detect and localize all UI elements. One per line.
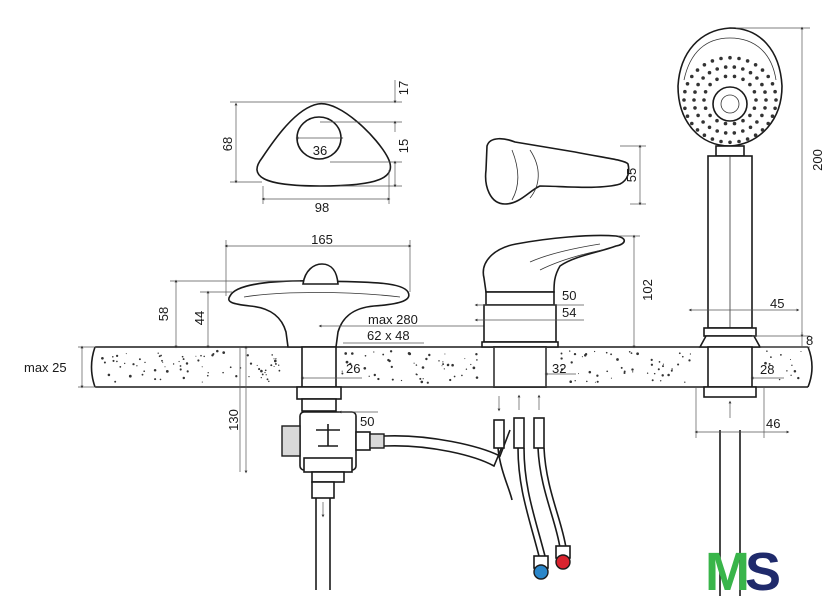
shower-assembly: 200 45 8 28 46 — [677, 26, 825, 596]
dim-mixer-base-54: 54 — [562, 305, 576, 320]
dim-max-distance: max 280 — [368, 312, 418, 327]
dim-top-view-hole: 36 — [313, 143, 327, 158]
dim-mixer-height: 102 — [640, 279, 655, 301]
dim-diverter-width: 165 — [311, 232, 333, 247]
hot-water-connector — [555, 554, 571, 570]
dim-diverter-depth: 130 — [226, 409, 241, 431]
cold-water-connector — [533, 564, 549, 580]
dim-mixer-hole: 32 — [552, 361, 566, 376]
dim-mixer-base-50: 50 — [562, 288, 576, 303]
dim-top-view-top-offset: 17 — [396, 81, 411, 95]
dim-diverter-height-58: 58 — [156, 307, 171, 321]
countertop — [90, 346, 813, 388]
dim-top-view-width: 98 — [315, 200, 329, 215]
dim-shower-height: 200 — [810, 149, 825, 171]
logo-letter-s: S — [745, 544, 781, 596]
dim-diverter-hole: 26 — [346, 361, 360, 376]
mixer-assembly: 102 50 54 32 — [474, 234, 655, 580]
dim-top-view-height: 68 — [220, 137, 235, 151]
dim-shower-hole: 28 — [760, 362, 774, 377]
spout-side-view: 55 — [484, 137, 646, 206]
dim-diverter-body: 50 — [360, 414, 374, 429]
dim-diverter-height-44: 44 — [192, 311, 207, 325]
deck-thickness-dim: max 25 — [24, 345, 96, 389]
dim-cutout: 62 x 48 — [367, 328, 410, 343]
handle-top-view: 68 98 36 17 15 — [220, 80, 411, 215]
dim-deck-thickness: max 25 — [24, 360, 67, 375]
dim-shower-flange: 8 — [806, 333, 813, 348]
shower-nozzles — [682, 55, 778, 145]
supply-hoses — [493, 394, 571, 580]
diverter-assembly: 165 58 44 max 280 62 x 48 130 26 50 — [156, 232, 511, 590]
dim-shower-diam: 45 — [770, 296, 784, 311]
ms-logo: M S — [705, 544, 781, 596]
dim-shower-hose: 46 — [766, 416, 780, 431]
dim-top-view-bottom-offset: 15 — [396, 139, 411, 153]
logo-letter-m: M — [705, 544, 750, 596]
countertop-speckle — [101, 349, 802, 384]
dim-spout-height: 55 — [624, 168, 639, 182]
